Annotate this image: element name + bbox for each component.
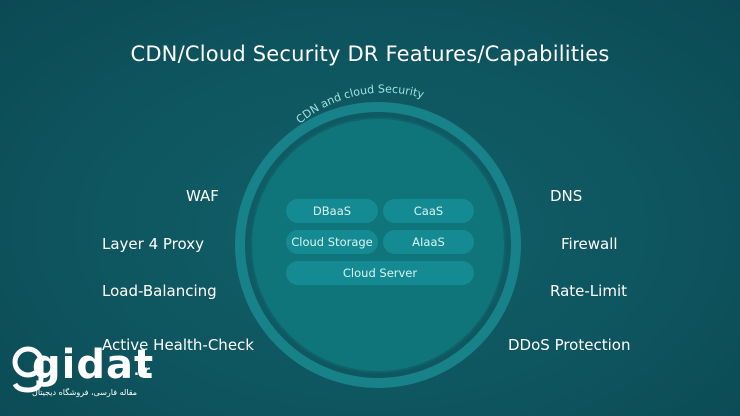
service-aiaas: AIaaS [383,230,474,254]
feature-firewall: Firewall [561,235,618,253]
service-cloud-storage: Cloud Storage [286,230,378,254]
feature-load-balancing: Load-Balancing [102,282,217,300]
feature-dns: DNS [550,187,583,205]
gidat-logo-icon [12,346,44,393]
inner-circle [251,118,505,372]
watermark-tld: .ir [134,364,150,379]
feature-waf: WAF [186,187,219,205]
service-cloud-server: Cloud Server [286,261,474,285]
slide-title: CDN/Cloud Security DR Features/Capabilit… [130,42,610,66]
service-dbaas: DBaaS [286,199,378,223]
feature-active-health-check: Active Health-Check [102,336,254,354]
gidat-watermark: gidat .ir مقاله فارسی، فروشگاه دیجیتال [12,342,162,406]
feature-layer4-proxy: Layer 4 Proxy [102,235,204,253]
watermark-tagline: مقاله فارسی، فروشگاه دیجیتال [32,388,138,397]
inner-circle-edge [250,117,506,373]
feature-rate-limit: Rate-Limit [550,282,627,300]
service-caas: CaaS [383,199,474,223]
feature-ddos-protection: DDoS Protection [508,336,631,354]
outer-ring [235,102,521,388]
watermark-brand: gidat [32,342,155,388]
